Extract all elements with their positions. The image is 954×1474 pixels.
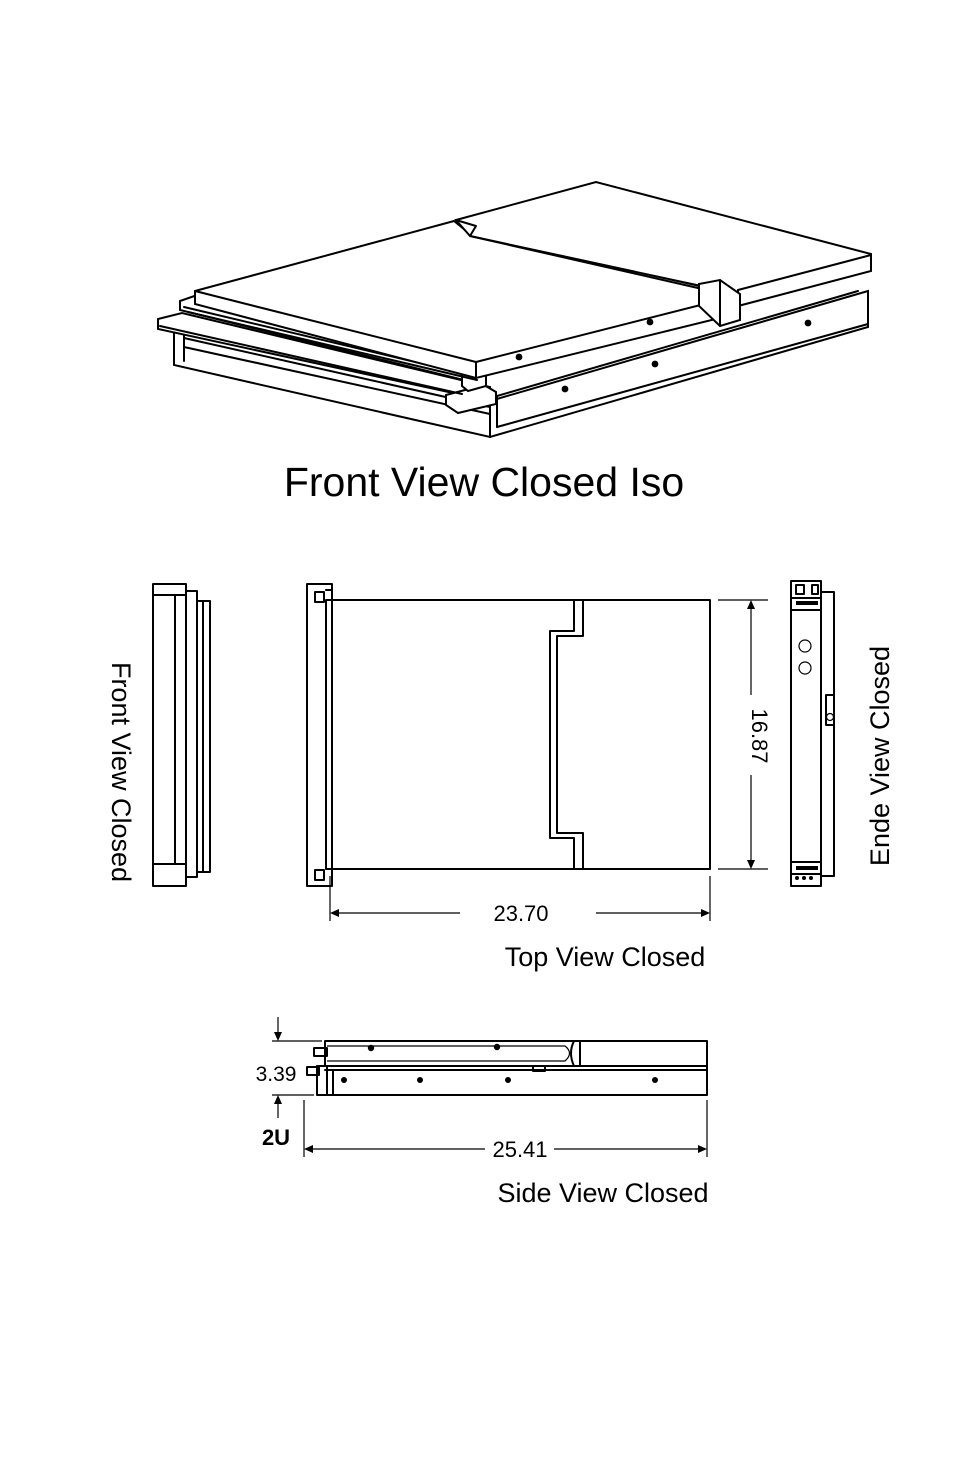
iso-view-title: Front View Closed Iso [284,459,684,505]
side-length-dimension: 25.41 [492,1137,547,1162]
top-depth-dimension: 16.87 [747,708,772,763]
side-view-title: Side View Closed [497,1178,708,1208]
top-width-dimension: 23.70 [493,901,548,926]
top-view-title: Top View Closed [505,942,706,972]
side-height-dimension: 3.39 [256,1063,297,1086]
side-rack-units-label: 2U [262,1125,290,1150]
front-view-title: Front View Closed [106,662,136,882]
end-view-title: Ende View Closed [865,646,895,866]
